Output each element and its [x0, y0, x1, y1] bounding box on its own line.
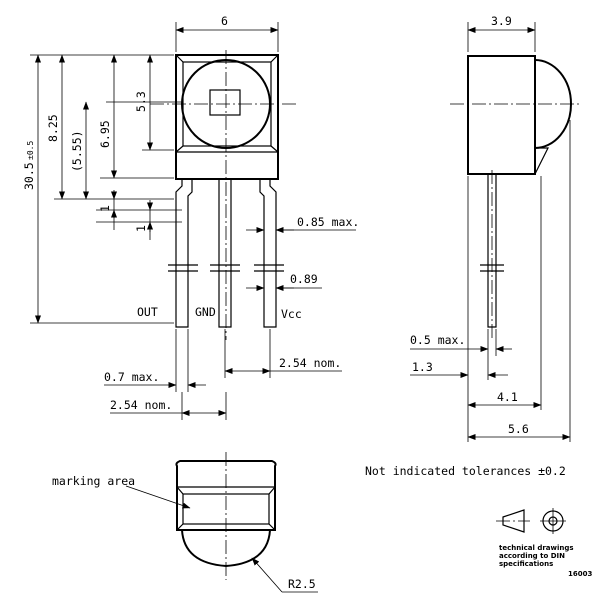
dim-ref-height: (5.55): [70, 130, 84, 172]
dim-top-width: 6: [221, 14, 228, 28]
dim-pitch-left: 2.54 nom.: [110, 398, 172, 412]
lead-gnd: [218, 179, 232, 328]
lead-vcc: [259, 179, 277, 328]
projection-frustum-icon: [502, 509, 525, 533]
din-note-line3: specifications: [499, 560, 553, 568]
dim-lead-thickness: 0.7 max.: [104, 370, 159, 384]
dim-body-height: 8.25: [46, 114, 60, 142]
side-body: [467, 55, 536, 175]
dim-radius: R2.5: [288, 577, 316, 591]
dim-mid-height: 6.95: [98, 120, 112, 148]
lead-break-marks: [168, 264, 284, 272]
front-body-outer: [175, 54, 279, 180]
din-projection-symbol: [496, 508, 566, 534]
dim-gap-a: 1: [98, 205, 112, 212]
dim-lead-width: 0.85 max.: [297, 215, 359, 229]
tolerance-note: Not indicated tolerances ±0.2: [365, 464, 566, 478]
lead-out: [175, 179, 193, 328]
front-view: OUT GND Vcc: [137, 50, 302, 340]
din-note-line1: technical drawings: [499, 544, 574, 552]
dim-total-tolerance: ±0.5: [26, 141, 35, 160]
photodiode-chip: [209, 89, 241, 116]
dim-side-1-3: 1.3: [412, 360, 433, 374]
dim-side-lead-max: 0.5 max.: [410, 333, 465, 347]
dim-total-length: 30.5: [22, 162, 36, 190]
dim-side-4-1: 4.1: [497, 390, 518, 404]
pin-label-vcc: Vcc: [281, 307, 302, 321]
bottom-view: marking area R2.5: [52, 452, 318, 593]
dim-side-width: 3.9: [491, 14, 512, 28]
dim-lens-height: 5.3: [134, 91, 148, 112]
bottom-body: [175, 460, 277, 531]
side-view: [450, 55, 580, 340]
drawing-number: 16003: [568, 570, 592, 578]
dim-side-5-6: 5.6: [508, 422, 529, 436]
dim-gap-b: 1: [134, 225, 148, 232]
din-note-line2: according to DIN: [499, 552, 565, 560]
side-dimensions: 3.9 0.5 max. 1.3 4.1 5.6: [410, 14, 571, 442]
dim-pitch-right: 2.54 nom.: [279, 356, 341, 370]
marking-area-label: marking area: [52, 474, 135, 488]
pin-label-gnd: GND: [195, 305, 216, 319]
dim-lead-pitch-detail: 0.89: [290, 272, 318, 286]
front-dimensions: 6 30.5 ±0.5 8.25 (5.55) 6.95 5.3 1: [22, 14, 359, 420]
pin-label-out: OUT: [137, 305, 158, 319]
